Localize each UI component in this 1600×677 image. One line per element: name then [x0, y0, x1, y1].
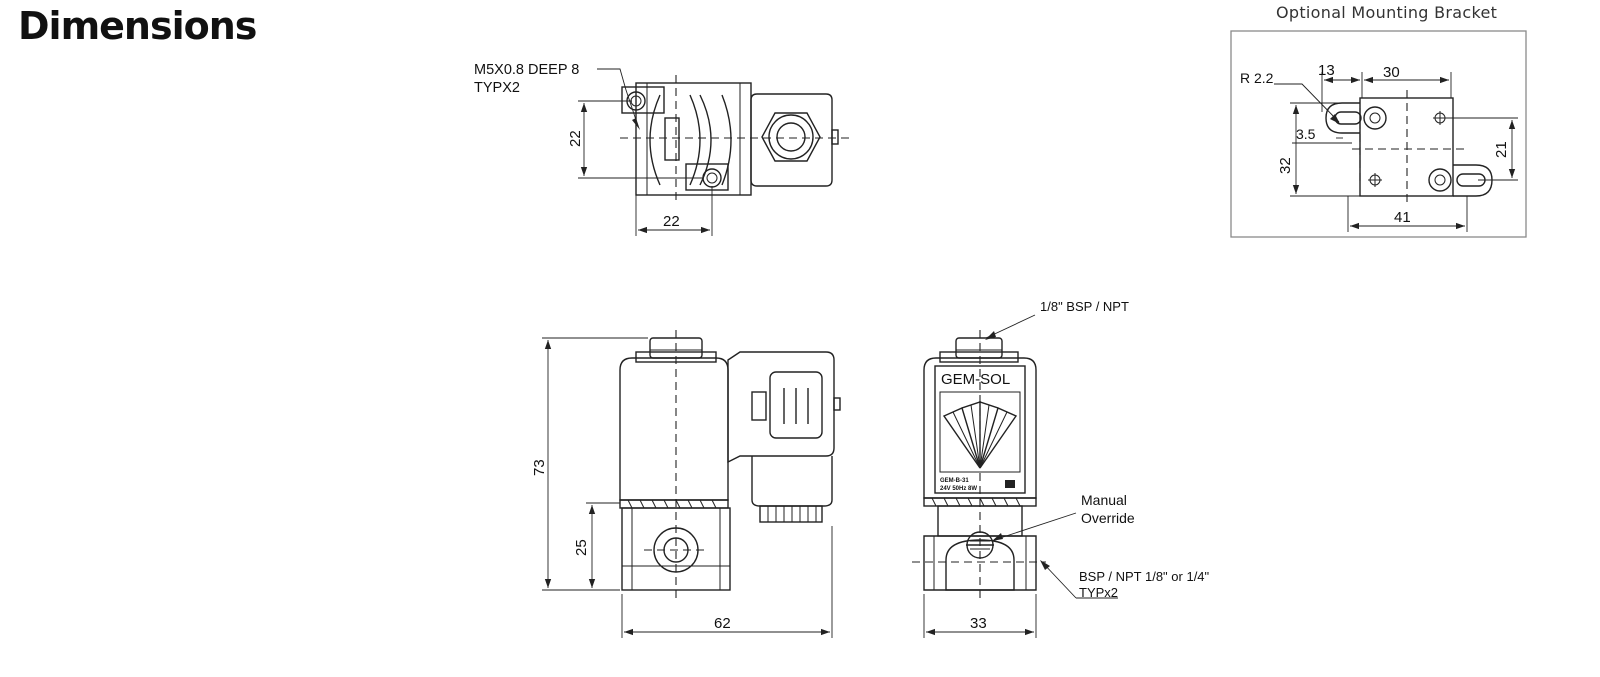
model-label: GEM-B-31: [940, 478, 969, 484]
bracket-dim-21: 21: [1493, 141, 1510, 158]
ce-mark-icon: [1005, 480, 1015, 488]
bracket-frame: [1230, 30, 1527, 238]
top-dim-vertical: 22: [567, 130, 584, 147]
bracket-hole-2: [1428, 168, 1452, 192]
top-view: [578, 68, 850, 236]
bracket-dim-3-5: 3.5: [1296, 126, 1316, 142]
thread-note-line2: TYPX2: [474, 80, 520, 96]
side-view: [542, 330, 841, 638]
side-dim-total: 73: [531, 459, 548, 476]
top-slot: [664, 117, 680, 161]
top-dim-horizontal: 22: [663, 213, 680, 230]
gem-sol-logo-icon: [939, 391, 1021, 473]
top-connector: [750, 93, 833, 187]
bracket-dim-13: 13: [1318, 62, 1335, 79]
side-connector: [727, 351, 835, 464]
bracket-dim-30: 30: [1383, 64, 1400, 81]
bracket-radius: R 2.2: [1240, 70, 1274, 86]
override-note-line1: Manual: [1081, 492, 1127, 508]
bracket-hole-1: [1363, 106, 1387, 130]
ports-note-line1: BSP / NPT 1/8" or 1/4": [1079, 569, 1210, 584]
bracket-dim-41: 41: [1394, 209, 1411, 226]
front-dim-width: 33: [970, 615, 987, 632]
side-coil: [619, 357, 729, 501]
bracket-panel: [1230, 30, 1527, 238]
override-note-line2: Override: [1081, 510, 1135, 526]
bracket-dim-32: 32: [1277, 157, 1294, 174]
bracket-title: Optional Mounting Bracket: [1276, 3, 1498, 22]
side-dim-body: 25: [573, 539, 590, 556]
rating-label: 24V 50Hz 8W: [940, 486, 977, 492]
ports-note-line2: TYPx2: [1079, 585, 1118, 600]
page-title: Dimensions: [18, 4, 257, 48]
brand-label: GEM-SOL: [941, 371, 1010, 388]
mount-hole-2: [702, 168, 722, 188]
hex-nut: [761, 112, 821, 162]
front-view: [912, 314, 1118, 638]
port-top-note: 1/8" BSP / NPT: [1040, 299, 1129, 314]
side-dim-width: 62: [714, 615, 731, 632]
thread-note-line1: M5X0.8 DEEP 8: [474, 62, 579, 78]
front-coil: [923, 357, 1037, 499]
